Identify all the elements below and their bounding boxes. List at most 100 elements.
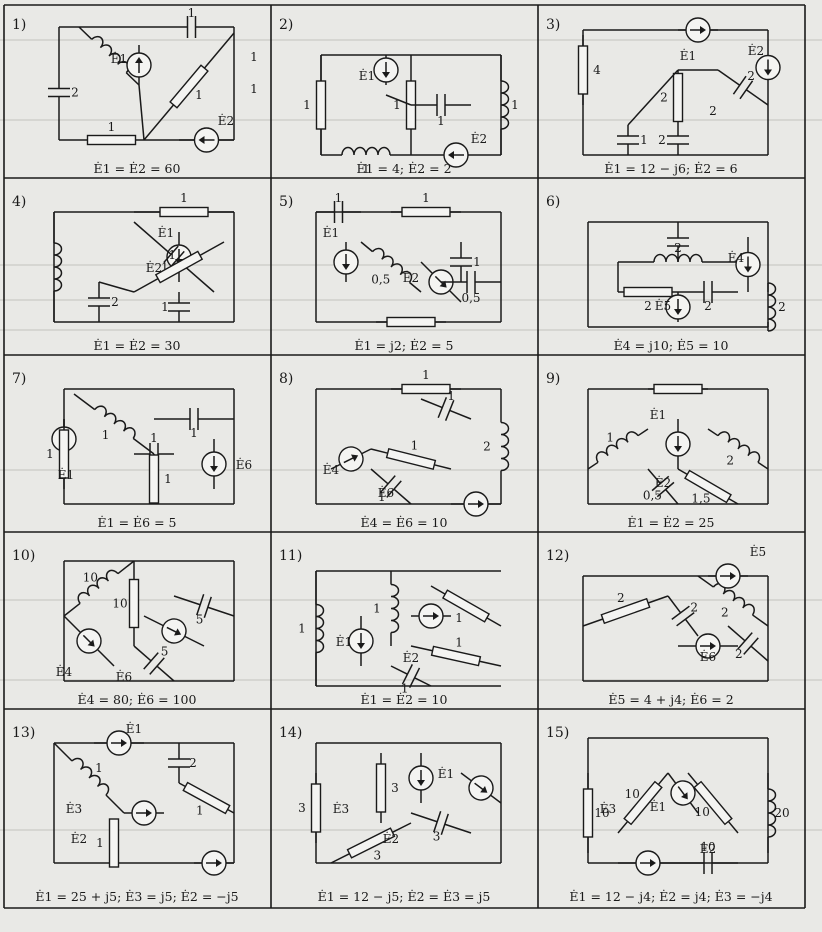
source-label: Ė2 — [748, 43, 764, 58]
wire — [420, 398, 443, 409]
voltage-source-arrowhead — [744, 266, 752, 273]
capacitor-plate — [732, 75, 747, 95]
source-label: Ė4 — [728, 250, 745, 265]
resistor — [401, 383, 451, 395]
cell-equation: Ė1 = 12 − j5; Ė2 = Ė3 = j5 — [318, 889, 491, 904]
cell-number: 8) — [279, 371, 293, 387]
cell-equation: Ė1 = Ė2 = 60 — [94, 161, 181, 176]
voltage-source-arrowhead — [350, 454, 359, 462]
inductor — [94, 405, 136, 439]
wire — [479, 660, 502, 667]
element-value: 10 — [83, 570, 98, 584]
wire — [330, 463, 341, 470]
source-label: Ė3 — [600, 801, 616, 816]
wire — [420, 261, 434, 275]
element-value: 1 — [161, 261, 169, 275]
resistor — [430, 645, 482, 667]
voltage-source — [161, 618, 187, 644]
wire — [697, 575, 714, 588]
inductor — [341, 146, 391, 156]
source-label: Ė1 — [650, 799, 666, 814]
capacitor-plate — [743, 637, 759, 655]
cell-equation: Ė1 = 12 − j4; Ė2 = j4; Ė3 = −j4 — [569, 889, 772, 904]
source-label: Ė1 — [359, 68, 375, 83]
wire — [203, 32, 235, 69]
wire — [750, 645, 769, 662]
element-value: 1 — [190, 426, 198, 440]
voltage-source — [715, 563, 741, 589]
voltage-source — [735, 251, 761, 278]
wire — [105, 794, 125, 814]
element-value: 0,5 — [643, 489, 662, 503]
resistor — [684, 469, 732, 504]
element-value: 1 — [422, 191, 430, 205]
element-value: 2 — [778, 300, 786, 314]
wire — [390, 665, 408, 675]
source-label: Ė5 — [750, 544, 766, 559]
wire — [582, 618, 604, 627]
resistor — [154, 250, 204, 284]
element-value: 2 — [721, 605, 729, 619]
source-label: Ė2 — [146, 260, 162, 275]
wire — [757, 461, 769, 470]
inductor — [77, 569, 119, 604]
wire — [393, 488, 412, 505]
source-label: Ė1 — [158, 225, 174, 240]
voltage-source-arrowhead — [135, 57, 143, 63]
element-value: 2 — [617, 591, 625, 605]
voltage-source-arrowhead — [87, 639, 95, 647]
cell-number: 2) — [279, 17, 293, 33]
wire — [184, 635, 205, 647]
voltage-source-arrowhead — [448, 151, 454, 159]
source-label: Ė2 — [383, 831, 399, 846]
resistor — [315, 80, 327, 130]
wire — [490, 794, 502, 804]
element-value: 1 — [96, 836, 104, 850]
element-value: 1 — [473, 255, 481, 269]
capacitor-plate — [433, 811, 442, 833]
source-label: Ė2 — [403, 650, 419, 665]
voltage-source — [755, 54, 781, 81]
wire — [717, 69, 741, 86]
voltage-source — [76, 628, 102, 654]
capacitor-plate — [671, 605, 690, 621]
resistor — [169, 64, 209, 109]
element-value: 10 — [594, 806, 609, 820]
element-value: 2 — [726, 454, 734, 468]
wire — [647, 595, 669, 604]
inductor — [91, 35, 130, 74]
inductor — [371, 247, 413, 283]
wire — [665, 489, 679, 505]
wire — [689, 802, 699, 814]
element-value: 2 — [111, 295, 119, 309]
voltage-source-arrowhead — [433, 612, 439, 620]
wire — [73, 393, 96, 411]
voltage-source-arrowhead — [650, 859, 656, 867]
source-label: Ė5 — [655, 298, 671, 313]
element-value: 1 — [606, 430, 614, 444]
inductor — [500, 80, 510, 130]
inductor — [595, 431, 639, 463]
source-label: Ė3 — [66, 801, 82, 816]
cell-equation: Ė1 = Ė2 = 10 — [361, 692, 448, 707]
resistor — [653, 383, 703, 395]
element-value: 1 — [164, 472, 172, 486]
wire — [687, 772, 699, 786]
resistor — [577, 45, 589, 95]
source-label: Ė6 — [378, 485, 394, 500]
wire — [657, 772, 669, 786]
resistor — [693, 780, 733, 826]
capacitor-plate — [437, 397, 448, 419]
cell-equation: Ė1 = j2; Ė2 = 5 — [355, 338, 454, 353]
source-label: Ė2 — [218, 113, 234, 128]
wire — [727, 625, 746, 642]
wire — [173, 595, 201, 606]
wire — [410, 812, 438, 823]
element-value: 2 — [747, 69, 755, 83]
wire — [414, 677, 432, 687]
voltage-source — [685, 17, 711, 43]
